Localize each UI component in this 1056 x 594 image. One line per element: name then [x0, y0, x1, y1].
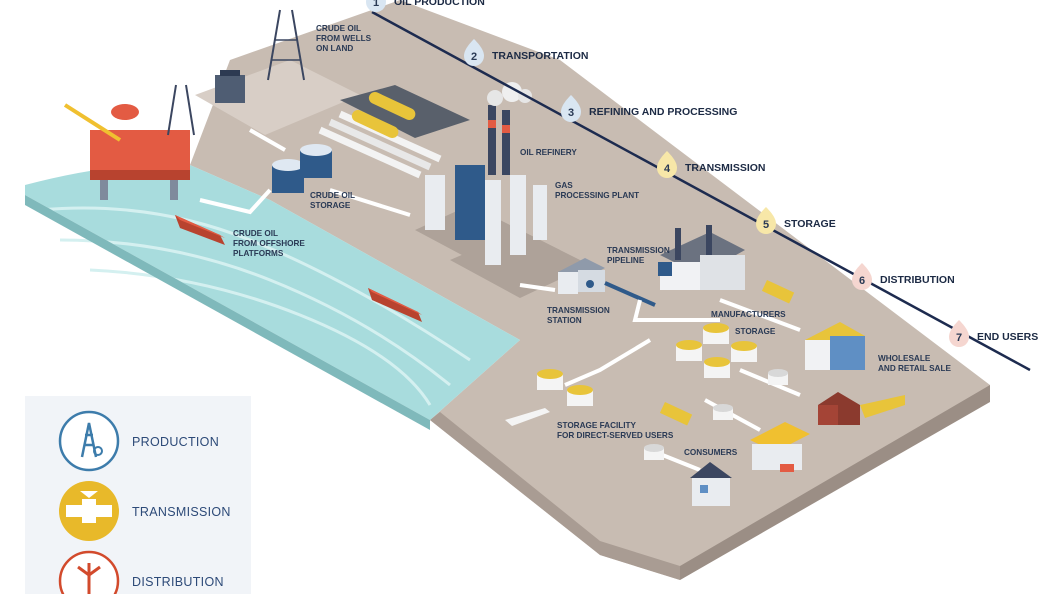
- label-line: CRUDE OIL: [310, 191, 355, 200]
- process-timeline: [371, 10, 1031, 372]
- step-1: 1 OIL PRODUCTION: [366, 0, 485, 12]
- step-drop-icon: [852, 263, 872, 290]
- label-line: GAS: [555, 181, 573, 190]
- label-line: WHOLESALE: [878, 354, 931, 363]
- distribution-pipes: [199, 128, 801, 472]
- step-6: 6 DISTRIBUTION: [852, 263, 955, 290]
- step-drop-icon: [464, 39, 484, 66]
- farm-barn: [818, 392, 905, 425]
- label-line: TRANSMISSION: [547, 306, 610, 315]
- step-number: 6: [859, 275, 865, 287]
- truck-2: [659, 401, 693, 426]
- small-consumer-tanks: [644, 369, 788, 460]
- label-storage: STORAGE: [735, 327, 776, 336]
- step-drop-icon: [949, 320, 969, 347]
- sea: [25, 164, 520, 430]
- step-7: 7 END USERS: [949, 320, 1038, 347]
- label-line: STORAGE: [735, 327, 776, 336]
- step-label: DISTRIBUTION: [880, 274, 955, 286]
- step-label: STORAGE: [784, 218, 836, 230]
- label-line: FROM OFFSHORE: [233, 239, 305, 248]
- step-number: 5: [763, 219, 769, 231]
- step-number: 1: [373, 0, 379, 9]
- label-line: FROM WELLS: [316, 34, 372, 43]
- legend-panel: PRODUCTION TRANSMISSION DISTRIBUTION: [25, 396, 251, 594]
- step-label: END USERS: [977, 331, 1038, 343]
- wells-pad: [195, 9, 360, 135]
- refinery-complex: [415, 82, 590, 298]
- label-line: STORAGE FACILITY: [557, 421, 637, 430]
- label-line: CONSUMERS: [684, 448, 738, 457]
- label-line: ON LAND: [316, 44, 353, 53]
- label-oil-refinery: OIL REFINERY: [520, 148, 577, 157]
- step-number: 7: [956, 332, 962, 344]
- pipeline-valve-icon: [59, 481, 119, 541]
- step-drop-icon: [756, 207, 776, 234]
- label-line: TRANSMISSION: [607, 246, 670, 255]
- oil-derrick-icon: [58, 410, 120, 472]
- label-line: FOR DIRECT-SERVED USERS: [557, 431, 674, 440]
- legend-item-distribution: DISTRIBUTION: [58, 550, 224, 594]
- transmission-pipeline-line: [604, 281, 656, 307]
- label-line: STORAGE: [310, 201, 351, 210]
- step-label: TRANSMISSION: [685, 162, 766, 174]
- label-line: PLATFORMS: [233, 249, 284, 258]
- wholesale-building: [805, 322, 865, 370]
- label-line: CRUDE OIL: [316, 24, 361, 33]
- tanker-train: [340, 85, 470, 139]
- gas-station: [750, 422, 810, 472]
- tanker-ship-1: [175, 215, 225, 245]
- legend-background: [25, 396, 251, 594]
- label-line: MANUFACTURERS: [711, 310, 786, 319]
- crude-storage-tanks: [272, 144, 332, 193]
- label-line: PROCESSING PLANT: [555, 191, 639, 200]
- label-line: CRUDE OIL: [233, 229, 278, 238]
- direct-served-storage: [505, 369, 593, 426]
- legend-label: DISTRIBUTION: [132, 575, 224, 589]
- offshore-platform: [63, 84, 195, 200]
- step-drop-icon: [366, 0, 386, 12]
- split-arrows-icon: [58, 550, 120, 594]
- manufacturing-plant: [658, 225, 745, 290]
- step-drop-icon: [657, 151, 677, 178]
- label-line: AND RETAIL SALE: [878, 364, 951, 373]
- step-3: 3 REFINING AND PROCESSING: [561, 95, 737, 122]
- storage-tank-cluster: [676, 323, 757, 378]
- step-2: 2 TRANSPORTATION: [464, 39, 588, 66]
- step-5: 5 STORAGE: [756, 207, 836, 234]
- truck-1: [761, 280, 795, 304]
- legend-item-production: PRODUCTION: [58, 410, 219, 472]
- step-label: TRANSPORTATION: [492, 50, 588, 62]
- label-manufacturers: MANUFACTURERS: [711, 310, 786, 319]
- label-consumers: CONSUMERS: [684, 448, 738, 457]
- label-line: OIL REFINERY: [520, 148, 577, 157]
- label-line: STATION: [547, 316, 582, 325]
- legend-label: TRANSMISSION: [132, 505, 231, 519]
- process-steps: 1 OIL PRODUCTION 2 TRANSPORTATION 3 REFINING …: [366, 0, 1038, 347]
- consumer-house: [690, 462, 732, 506]
- legend-item-transmission: TRANSMISSION: [59, 481, 231, 541]
- label-line: PIPELINE: [607, 256, 645, 265]
- step-drop-icon: [561, 95, 581, 122]
- step-4: 4 TRANSMISSION: [657, 151, 766, 178]
- step-label: REFINING AND PROCESSING: [589, 106, 737, 118]
- step-label: OIL PRODUCTION: [394, 0, 485, 8]
- transmission-station: [558, 258, 605, 294]
- tanker-ship-2: [368, 288, 422, 322]
- legend-label: PRODUCTION: [132, 435, 219, 449]
- step-number: 3: [568, 107, 574, 119]
- step-number: 4: [664, 163, 671, 175]
- step-number: 2: [471, 51, 477, 63]
